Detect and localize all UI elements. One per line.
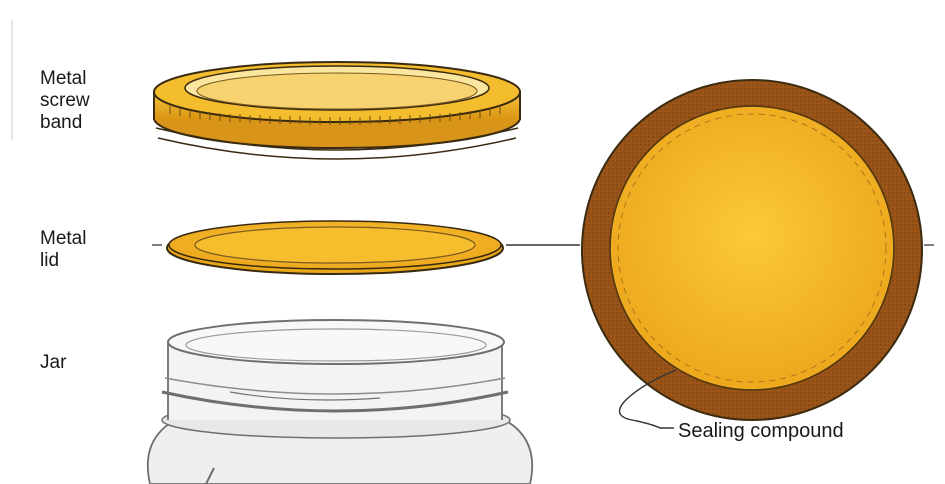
label-sealing-compound: Sealing compound	[678, 420, 844, 442]
jar-illustration	[148, 320, 532, 484]
label-metal-lid: Metal lid	[40, 228, 86, 272]
label-jar: Jar	[40, 352, 66, 374]
label-metal-screw-band: Metal screw band	[40, 68, 90, 134]
lid-underside-illustration	[582, 80, 934, 420]
metal-lid-illustration	[152, 221, 580, 274]
metal-screw-band-illustration	[154, 62, 520, 159]
